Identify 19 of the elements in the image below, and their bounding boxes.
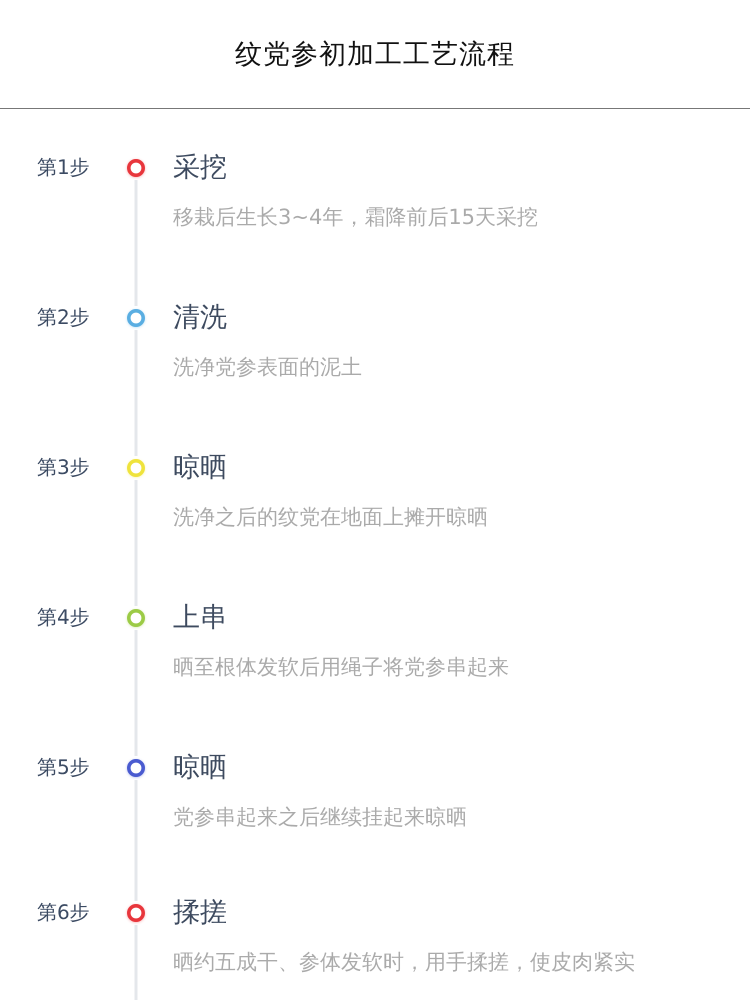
step-label: 第5步 bbox=[37, 754, 90, 781]
step-description: 党参串起来之后继续挂起来晾晒 bbox=[173, 804, 467, 831]
step-description: 洗净党参表面的泥土 bbox=[173, 354, 362, 381]
step-label: 第4步 bbox=[37, 604, 90, 631]
step-description: 晒约五成干、参体发软时，用手揉搓，使皮肉紧实 bbox=[173, 949, 635, 976]
step-title: 上串 bbox=[173, 601, 227, 635]
step-title: 晾晒 bbox=[173, 751, 227, 785]
step-label: 第2步 bbox=[37, 304, 90, 331]
step-title: 揉搓 bbox=[173, 896, 227, 930]
step-label: 第6步 bbox=[37, 899, 90, 926]
step-description: 移栽后生长3~4年，霜降前后15天采挖 bbox=[173, 204, 538, 231]
step-title: 采挖 bbox=[173, 151, 227, 185]
step-label: 第3步 bbox=[37, 454, 90, 481]
step-description: 晒至根体发软后用绳子将党参串起来 bbox=[173, 654, 509, 681]
step-title: 晾晒 bbox=[173, 451, 227, 485]
page-title: 纹党参初加工工艺流程 bbox=[235, 39, 515, 70]
step-description: 洗净之后的纹党在地面上摊开晾晒 bbox=[173, 504, 488, 531]
step-title: 清洗 bbox=[173, 301, 227, 335]
step-label: 第1步 bbox=[37, 154, 90, 181]
